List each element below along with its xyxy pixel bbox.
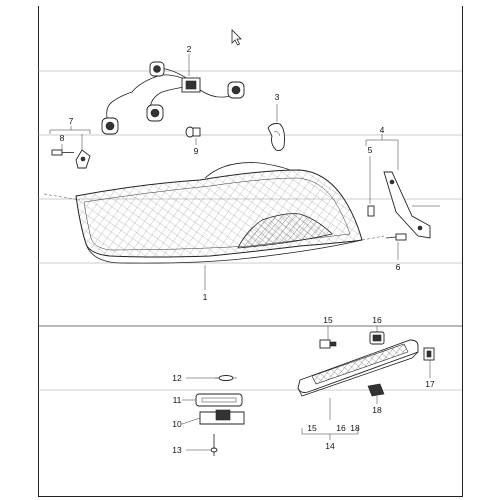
pad-part [367, 383, 385, 397]
callout-3: 3 [275, 92, 280, 102]
callout-labels: 1 2 3 4 5 6 7 8 9 10 11 12 13 14 15 15 1… [60, 44, 435, 455]
bulb-socket-part [319, 339, 337, 349]
callout-14: 14 [325, 441, 335, 451]
gasket-part [267, 123, 285, 151]
callout-7: 7 [69, 116, 74, 126]
page-frame [38, 6, 463, 497]
callout-6: 6 [396, 262, 401, 272]
grommet-part [369, 331, 385, 345]
callout-18-lower: 18 [350, 423, 360, 433]
tail-lamp-assembly [75, 162, 363, 264]
bulb-holder-harness [101, 61, 245, 135]
callout-13: 13 [172, 445, 182, 455]
callout-5: 5 [368, 145, 373, 155]
clip-part [423, 347, 435, 361]
callout-16-upper: 16 [372, 315, 382, 325]
callout-9: 9 [194, 146, 199, 156]
leader-lines [43, 54, 431, 451]
callout-10: 10 [172, 419, 182, 429]
mounting-bracket [367, 171, 440, 241]
callout-12: 12 [172, 373, 182, 383]
callout-11: 11 [173, 395, 182, 405]
bulb-part [185, 126, 201, 138]
callout-16-lower: 16 [336, 423, 346, 433]
screw-and-nut-part [51, 149, 91, 169]
callout-8: 8 [60, 133, 65, 143]
callout-15-lower: 15 [307, 423, 317, 433]
callout-4: 4 [380, 125, 385, 135]
license-plate-light [195, 375, 245, 456]
callout-15-upper: 15 [323, 315, 333, 325]
callout-1: 1 [203, 292, 208, 302]
callout-2: 2 [187, 44, 192, 54]
mouse-pointer-icon [231, 29, 242, 46]
callout-17: 17 [425, 379, 435, 389]
third-brake-light [297, 339, 419, 397]
callout-18-right: 18 [372, 405, 382, 415]
